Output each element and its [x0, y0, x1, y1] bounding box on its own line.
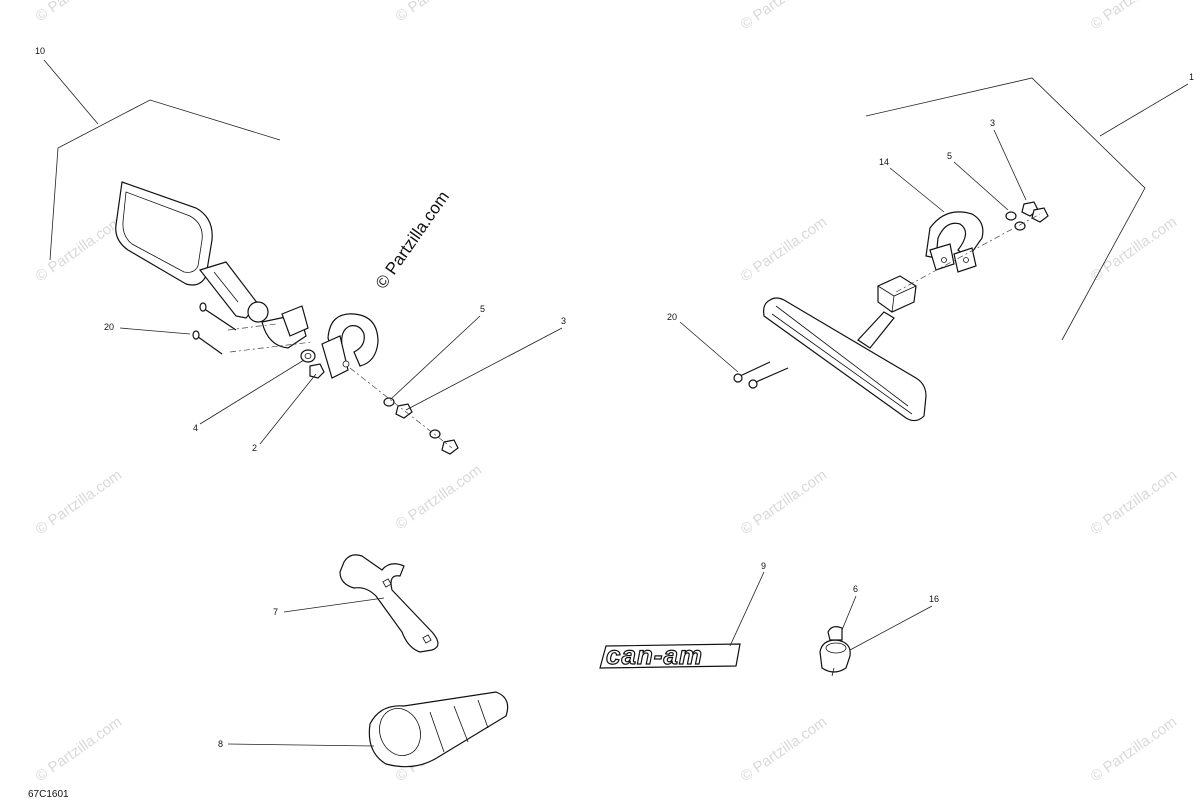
callout-5-left: 5 [480, 304, 485, 314]
leader-20-left [119, 327, 191, 335]
leader-6 [841, 595, 857, 631]
watermark: © Partzilla.com [738, 213, 831, 285]
rearview-mirror-hardware [1005, 201, 1049, 231]
watermark: © Partzilla.com [1088, 466, 1181, 538]
callout-14: 14 [879, 157, 889, 167]
callout-5-right: 5 [947, 151, 952, 161]
rearview-mirror-stem [857, 311, 895, 349]
watermark: © Partzilla.com [1088, 713, 1181, 785]
leader-3-right [993, 129, 1027, 201]
callout-9: 9 [761, 561, 766, 571]
side-mirror-swivel [247, 301, 309, 349]
side-mirror-assembly [43, 59, 563, 455]
tool-wrench [283, 554, 439, 653]
logo-text: can-am [606, 640, 703, 670]
leader-16 [849, 605, 933, 651]
leader-5-right [953, 161, 1009, 211]
group-bracket-10 [49, 99, 281, 261]
watermark: © Partzilla.com [738, 0, 831, 33]
cover-sleeve [227, 691, 509, 768]
callout-3-right: 3 [990, 118, 995, 128]
group-bracket-1 [865, 77, 1146, 341]
rearview-mirror-bracket [925, 211, 984, 273]
callout-6: 6 [853, 584, 858, 594]
callout-10: 10 [35, 46, 45, 56]
leader-20-right [679, 321, 739, 373]
leader-5-left [391, 315, 481, 399]
side-mirror-hardware [300, 349, 459, 455]
rearview-mirror-mount [877, 275, 917, 313]
watermark: © Partzilla.com [1088, 0, 1181, 33]
assembly-axis [895, 213, 1041, 293]
leader-8 [227, 743, 375, 747]
watermark: © Partzilla.com [33, 713, 126, 785]
callout-3-left: 3 [561, 316, 566, 326]
callout-8: 8 [218, 739, 223, 749]
figure-code: 67C1601 [28, 789, 69, 800]
assembly-axis [229, 341, 313, 353]
callout-1: 1 [1189, 72, 1194, 82]
watermark: © Partzilla.com [33, 213, 126, 285]
leader-3-left [405, 327, 563, 411]
leader-4 [199, 359, 305, 425]
leader-1 [1099, 83, 1189, 137]
side-mirror-head [115, 181, 213, 286]
rearview-mirror-body [763, 297, 927, 422]
decal-logo: can-am [599, 571, 765, 671]
rearview-mirror-assembly [679, 77, 1189, 422]
side-mirror-bolts [192, 302, 237, 355]
watermark: © Partzilla.com [33, 466, 126, 538]
assembly-axis [227, 323, 277, 331]
leader-7 [283, 597, 385, 613]
callouts: 10 1 20 4 2 5 3 3 5 14 20 7 9 6 16 8 [35, 46, 1194, 749]
watermark: © Partzilla.com [738, 713, 831, 785]
leader-2 [259, 373, 317, 445]
callout-20-left: 20 [104, 322, 114, 332]
callout-7: 7 [273, 607, 278, 617]
leader-14 [889, 167, 945, 213]
watermark: © Partzilla.com [1088, 213, 1181, 285]
watermark: © Partzilla.com [33, 0, 126, 25]
watermark: © Partzilla.com [393, 461, 486, 533]
callout-16: 16 [929, 594, 939, 604]
leader-9 [729, 571, 765, 647]
watermark: © Partzilla.com [738, 466, 831, 538]
callout-20-right: 20 [667, 312, 677, 322]
leader-10 [43, 59, 99, 125]
assembly-axis [349, 367, 453, 449]
watermark: © Partzilla.com [393, 0, 486, 25]
callout-2: 2 [252, 443, 257, 453]
switch-assembly [819, 595, 933, 677]
side-mirror-clamp [321, 313, 379, 379]
center-watermark: © Partzilla.com [372, 188, 453, 293]
rearview-mirror-bolts [733, 361, 789, 389]
callout-4: 4 [193, 423, 198, 433]
